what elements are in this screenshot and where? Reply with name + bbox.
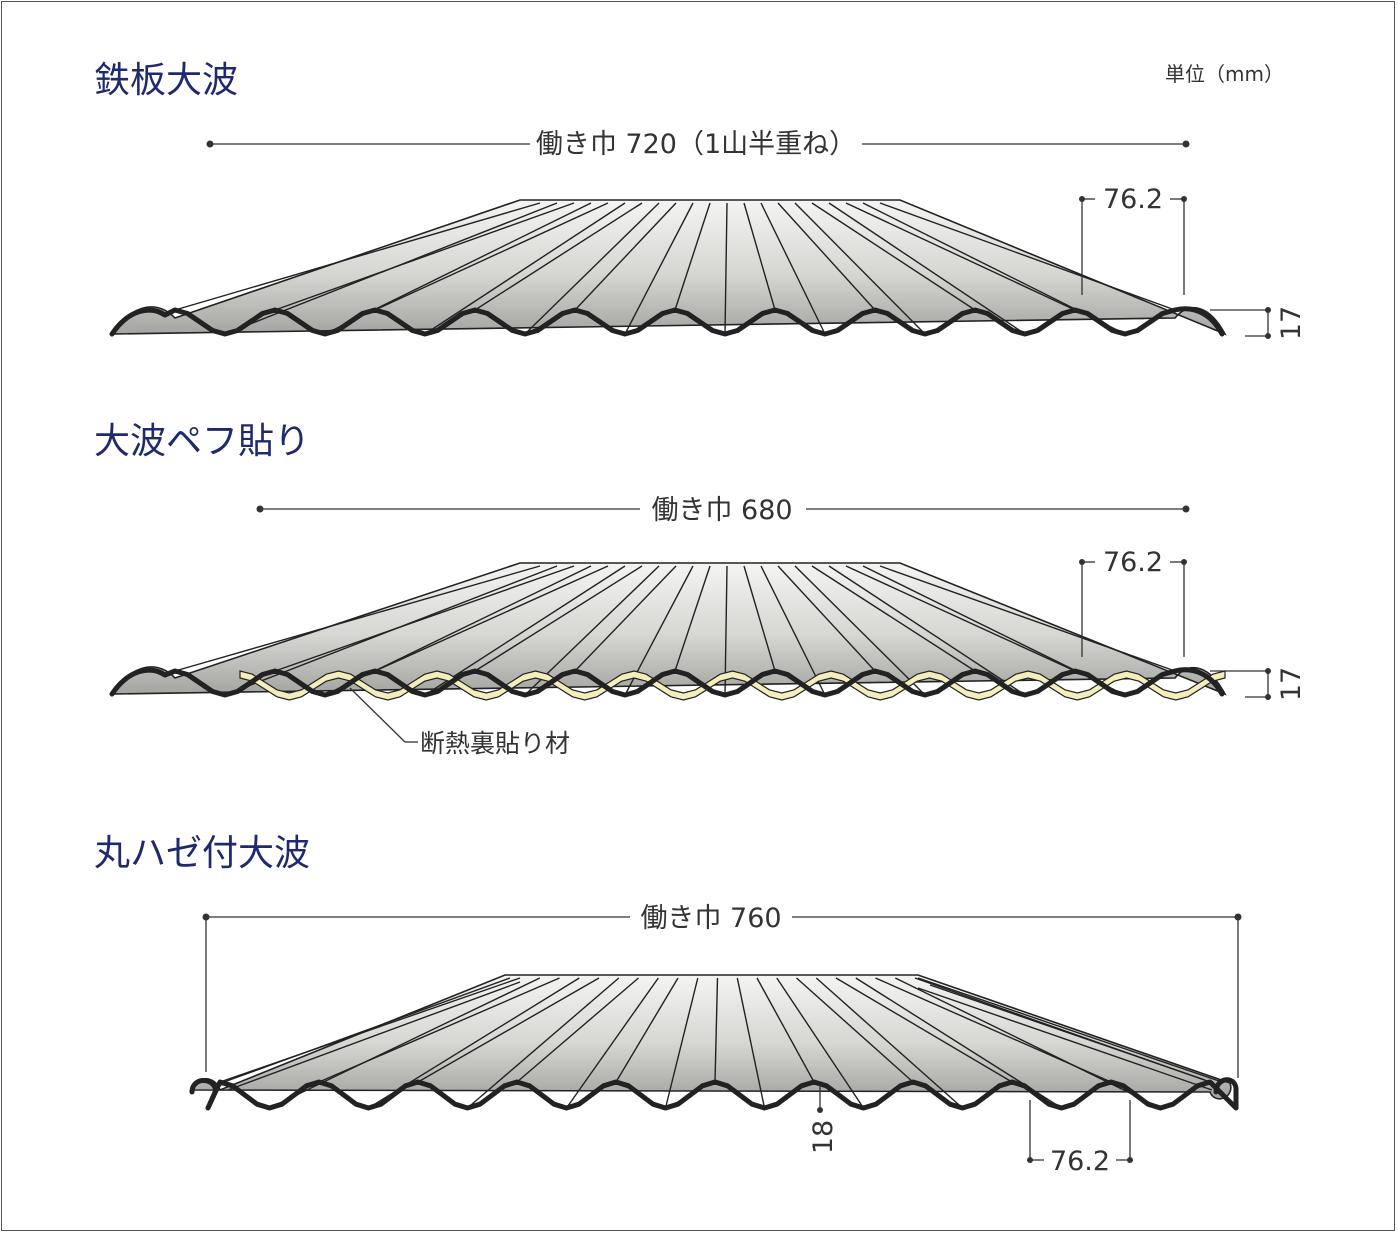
rib-line xyxy=(760,202,826,335)
rib-line xyxy=(743,202,776,311)
section-large-wave-pef: 大波ペフ貼り 働き巾 680 断熱裏貼り材 xyxy=(94,421,1307,758)
section-title: 鉄板大波 xyxy=(94,60,238,101)
rib-line xyxy=(894,977,1161,1109)
rib-line xyxy=(674,202,711,311)
height-label: 18 xyxy=(808,1120,839,1154)
rib-line xyxy=(845,202,1076,311)
width-label: 働き巾 720（1山半重ね） xyxy=(536,129,856,160)
rib-line xyxy=(516,977,639,1083)
corrugated-sheet xyxy=(189,974,1239,1111)
width-dimension: 働き巾 720（1山半重ね） xyxy=(206,129,1190,160)
section-iron-large-wave: 鉄板大波 働き巾 720（1山半重ね） xyxy=(94,60,1307,340)
rib-line xyxy=(714,977,719,1083)
rib-line xyxy=(274,202,575,311)
pitch-label: 76.2 xyxy=(1103,184,1163,215)
rib-line xyxy=(811,565,976,672)
section-round-seam-large-wave: 丸ハゼ付大波 働き巾 760 xyxy=(94,833,1242,1177)
rib-line xyxy=(664,977,699,1109)
rib-line xyxy=(424,202,626,335)
pitch-label: 76.2 xyxy=(1050,1146,1110,1177)
rib-line xyxy=(760,565,826,696)
width-dimension: 働き巾 680 xyxy=(256,495,1190,526)
sheet-ribs xyxy=(174,565,1176,696)
width-label: 働き巾 760 xyxy=(640,903,781,934)
rib-line xyxy=(835,977,1013,1083)
rib-line xyxy=(524,202,660,335)
rib-line xyxy=(794,565,926,696)
rib-line xyxy=(374,202,609,311)
backing-callout: 断熱裏貼り材 xyxy=(349,687,570,758)
rib-line xyxy=(776,977,865,1109)
rib-line xyxy=(274,565,575,672)
rib-line xyxy=(879,202,1176,311)
rib-line xyxy=(743,565,776,672)
width-label: 働き巾 680 xyxy=(651,495,792,526)
rib-line xyxy=(615,977,679,1083)
rib-line xyxy=(565,977,659,1109)
sheet-profile-edge xyxy=(109,306,1225,337)
corrugated-sheet xyxy=(109,562,1227,701)
rib-line xyxy=(794,202,926,335)
height-dimension: 17 xyxy=(1210,306,1307,340)
rib-line xyxy=(845,565,1076,672)
rib-line xyxy=(374,565,609,672)
rib-line xyxy=(624,202,694,335)
sheet-profile-edge xyxy=(109,667,1225,698)
rib-line xyxy=(474,565,643,672)
rib-line xyxy=(828,202,1026,335)
rib-line xyxy=(417,977,600,1083)
rib-line xyxy=(174,202,541,311)
section-title: 大波ペフ貼り xyxy=(94,421,310,462)
pitch-dimension: 76.2 xyxy=(1079,547,1187,657)
sheet-ribs xyxy=(174,202,1176,335)
sheet-profile-edge xyxy=(189,1077,1239,1111)
corrugated-sheet xyxy=(109,199,1227,337)
rib-line xyxy=(574,565,677,672)
rib-line xyxy=(674,565,711,672)
rib-line xyxy=(815,977,963,1109)
rib-line xyxy=(828,565,1026,696)
rib-line xyxy=(574,202,677,311)
rib-line xyxy=(777,202,876,311)
unit-label: 単位（mm） xyxy=(1165,62,1284,86)
pitch-dimension: 76.2 xyxy=(1027,1100,1133,1177)
rib-line xyxy=(736,977,766,1109)
height-dimension: 17 xyxy=(1210,667,1307,701)
sheet-ribs xyxy=(219,977,1211,1109)
rib-line xyxy=(756,977,815,1083)
rib-line xyxy=(777,565,876,672)
pitch-label: 76.2 xyxy=(1103,547,1163,578)
rib-line xyxy=(318,977,560,1083)
pitch-dimension: 76.2 xyxy=(1079,184,1187,295)
height-label: 17 xyxy=(1276,306,1307,340)
backing-label: 断熱裏貼り材 xyxy=(420,729,570,758)
rib-line xyxy=(474,202,643,311)
rib-line xyxy=(174,565,541,672)
height-label: 17 xyxy=(1276,667,1307,701)
rib-line xyxy=(724,202,728,335)
rib-line xyxy=(811,202,976,311)
section-title: 丸ハゼ付大波 xyxy=(94,833,310,874)
rib-line xyxy=(879,565,1176,672)
rib-line xyxy=(467,977,620,1109)
height-dimension: 18 xyxy=(808,1085,839,1154)
rib-line xyxy=(796,977,914,1083)
rib-line xyxy=(269,977,541,1109)
rib-line xyxy=(424,565,626,696)
width-dimension: 働き巾 760 xyxy=(202,903,1242,1078)
